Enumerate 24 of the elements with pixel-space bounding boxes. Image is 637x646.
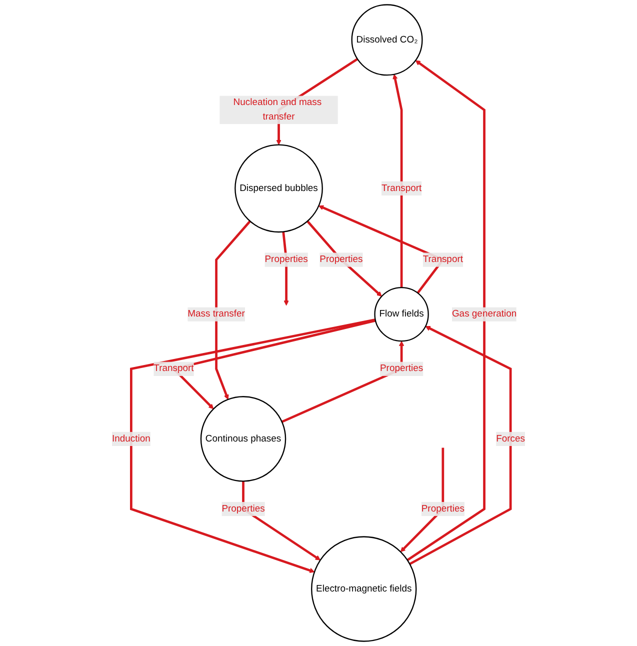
edge-label: Properties xyxy=(264,254,308,264)
edge-label: Transport xyxy=(154,364,194,374)
edge-label: Properties xyxy=(222,504,265,514)
node-circle: Continous phases xyxy=(200,396,286,482)
arrow xyxy=(215,220,251,400)
edge-label: Transport xyxy=(381,183,422,194)
edge-label: Transport xyxy=(422,254,463,264)
edge-label: Induction xyxy=(112,434,150,444)
node-circle: Dispersed bubbles xyxy=(234,144,323,233)
arrow xyxy=(406,60,486,562)
arrow xyxy=(306,220,382,297)
edge-label: Nucleation and mass transfer xyxy=(233,98,322,122)
edge-label: Gas generation xyxy=(452,308,517,320)
arrow xyxy=(130,318,376,573)
edge-label: Properties xyxy=(320,254,363,264)
edge-label: Properties xyxy=(380,364,424,374)
edge-label: Forces xyxy=(496,434,526,444)
arrow xyxy=(409,326,512,566)
node-circle: Flow fields xyxy=(374,286,429,342)
edge-label: Mass transfer xyxy=(188,308,245,320)
node-circle: Electro-magnetic fields xyxy=(311,536,417,642)
node-circle: Dissolved CO₂ xyxy=(351,4,423,76)
edge-label: Properties xyxy=(421,504,464,514)
arrow xyxy=(392,74,403,288)
